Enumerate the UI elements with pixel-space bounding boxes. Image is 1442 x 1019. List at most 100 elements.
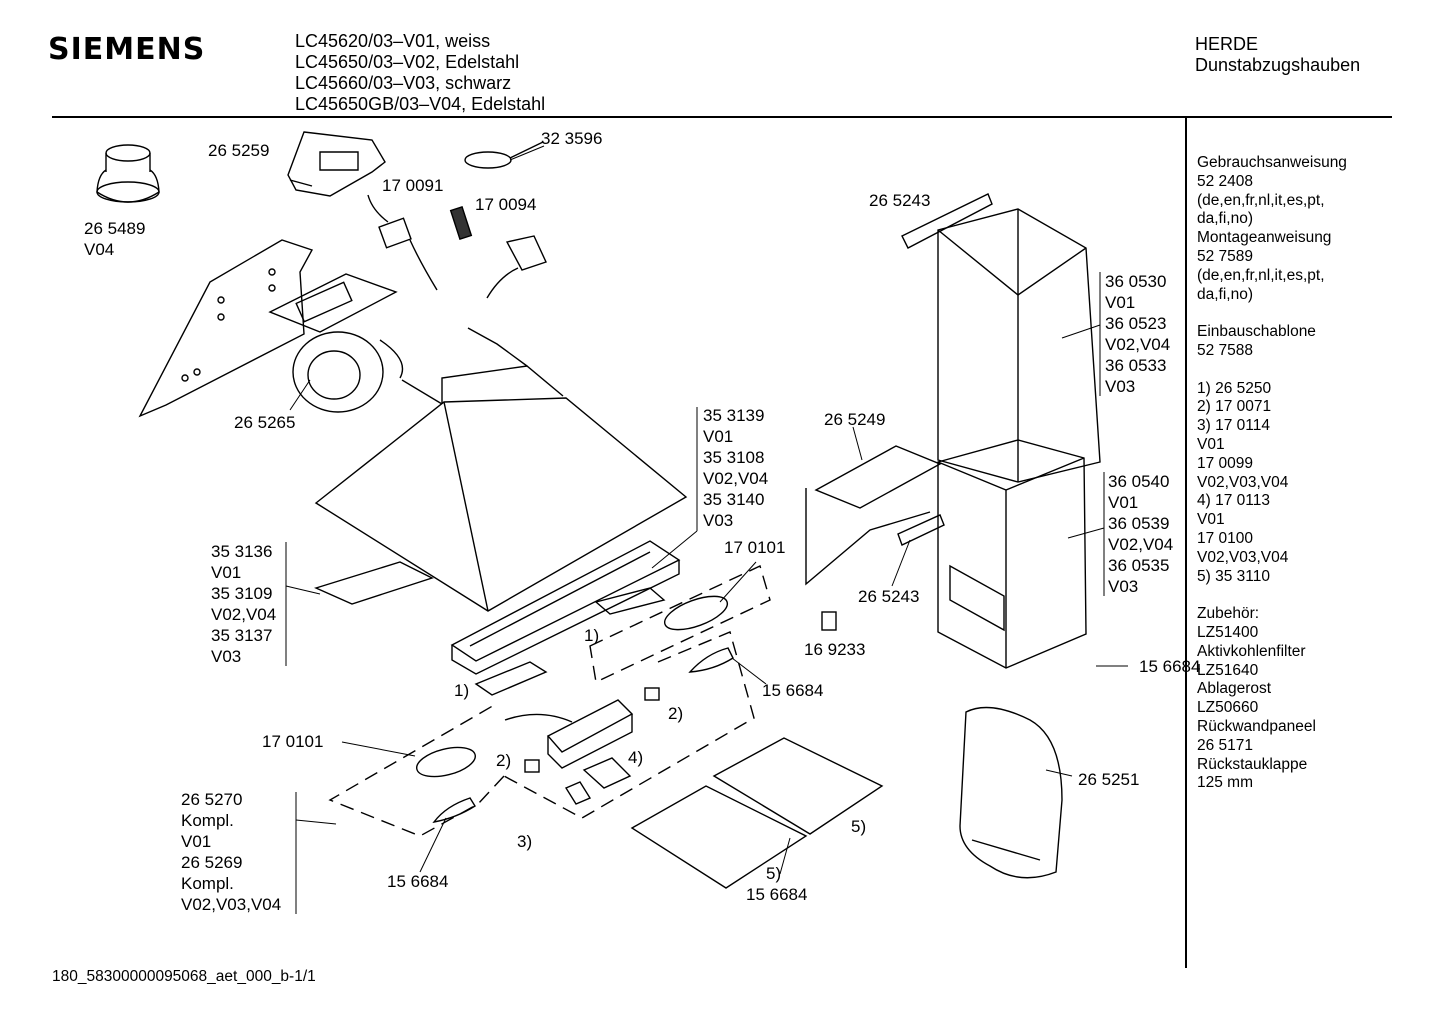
mounting-bracket-icon [901, 193, 993, 249]
backflow-flap-icon [287, 131, 386, 197]
reference-marker: 1) [584, 626, 600, 645]
filter-frame-icon [450, 540, 681, 675]
variant-label: V04 [84, 240, 115, 259]
stack-line: V01 [703, 427, 734, 446]
power-plug-icon [486, 235, 547, 299]
stack-line: V02,V04 [1105, 335, 1171, 354]
part-number: 26 5243 [858, 587, 920, 606]
mounting-bracket-icon [897, 514, 945, 546]
stack-line: V01 [211, 563, 242, 582]
screw-bag-icon [959, 706, 1063, 879]
cable-tie-icon [464, 141, 544, 169]
sidebar-line: 1) 26 5250 [1197, 379, 1272, 397]
part-stack-lamp-set: 26 5270 Kompl. V01 26 5269 Kompl. V02,V0… [181, 789, 281, 915]
part-number: 17 0094 [475, 195, 537, 214]
model-line: LC45660/03–V03, schwarz [295, 73, 512, 93]
category-label: HERDE [1195, 34, 1259, 54]
part-number: 26 5249 [824, 410, 886, 429]
part-number: 17 0101 [262, 732, 324, 751]
chimney-cover-icon [937, 439, 1087, 669]
sidebar-line: Rückstauklappe [1197, 755, 1308, 773]
stack-line: 36 0530 [1105, 272, 1167, 291]
part-number: 26 5251 [1078, 770, 1140, 789]
stack-line: 36 0523 [1105, 314, 1167, 333]
stack-line: 36 0533 [1105, 356, 1167, 375]
reference-marker: 5) [851, 817, 867, 836]
lamp-holder-icon [504, 699, 634, 769]
document-id: 180_58300000095068_aet_000_b-1/1 [52, 968, 316, 985]
sidebar-line: 52 7589 [1197, 247, 1254, 265]
part-number: 26 5489 [84, 219, 146, 238]
sidebar-line: da,fi,no) [1197, 210, 1254, 228]
part-number: 16 9233 [804, 640, 866, 659]
sidebar-line: (de,en,fr,nl,it,es,pt, [1197, 266, 1325, 284]
brand-logo: SIEMENS [48, 32, 206, 67]
assembly-boundary [328, 565, 771, 837]
stack-line: V01 [1105, 293, 1136, 312]
stack-line: V03 [703, 511, 734, 530]
sidebar-line: (de,en,fr,nl,it,es,pt, [1197, 191, 1325, 209]
sidebar-line [1197, 304, 1347, 323]
reference-marker: 1) [454, 681, 470, 700]
part-number: 26 5265 [234, 413, 296, 432]
part-number: 15 6684 [746, 885, 808, 904]
sidebar-line: 125 mm [1197, 774, 1253, 792]
subcategory-label: Dunstabzugshauben [1195, 55, 1361, 75]
stack-line: V02,V04 [211, 605, 277, 624]
part-number: 15 6684 [762, 681, 824, 700]
part-number: 26 5243 [869, 191, 931, 210]
stack-line: V03 [1105, 377, 1136, 396]
stack-line: V03 [1108, 577, 1139, 596]
sidebar-line: Rückwandpaneel [1197, 717, 1316, 735]
stack-line: V02,V04 [703, 469, 769, 488]
sidebar-line: da,fi,no) [1197, 285, 1254, 303]
model-line: LC45650GB/03–V04, Edelstahl [295, 94, 546, 114]
leader-lines [285, 145, 1128, 914]
part-number: 15 6684 [1139, 657, 1201, 676]
grease-filter-icon [474, 587, 666, 696]
sidebar-line: 52 2408 [1197, 172, 1254, 190]
part-stack-filter-frame: 35 3139 V01 35 3108 V02,V04 35 3140 V03 [703, 405, 768, 531]
reference-marker: 2) [668, 704, 684, 723]
sidebar-line: LZ50660 [1197, 699, 1259, 717]
sidebar-line: LZ51640 [1197, 661, 1259, 679]
model-line: LC45650/03–V02, Edelstahl [295, 52, 520, 72]
stack-line: 35 3109 [211, 584, 273, 603]
part-number: 32 3596 [541, 129, 603, 148]
sleeve-icon [449, 205, 473, 241]
part-stack-plate: 35 3136 V01 35 3109 V02,V04 35 3137 V03 [211, 541, 276, 667]
reference-marker: 2) [496, 751, 512, 770]
reference-marker: 5) [766, 864, 782, 883]
stack-line: V01 [181, 832, 212, 851]
stack-line: V01 [1108, 493, 1139, 512]
part-number: 26 5259 [208, 141, 270, 160]
clip-icon [821, 611, 837, 631]
part-stack-chimney-upper: 36 0530 V01 36 0523 V02,V04 36 0533 V03 [1105, 271, 1170, 397]
wall-bracket-icon [138, 239, 314, 418]
reference-marker: 4) [628, 748, 644, 767]
reference-marker: 3) [517, 832, 533, 851]
stack-line: 36 0539 [1108, 514, 1170, 533]
blower-motor-icon [268, 273, 404, 413]
connector-icon [367, 194, 438, 291]
part-number: 17 0091 [382, 176, 444, 195]
stack-line: 26 5269 [181, 853, 243, 872]
sidebar-line [1197, 586, 1347, 605]
stack-line: 35 3108 [703, 448, 765, 467]
stack-line: 35 3137 [211, 626, 273, 645]
stack-line: 35 3139 [703, 406, 765, 425]
sidebar-line: Aktivkohlenfilter [1197, 642, 1306, 660]
stack-line: V02,V04 [1108, 535, 1174, 554]
sidebar-line [1197, 361, 1347, 380]
stack-line: 26 5270 [181, 790, 243, 809]
stack-line: Kompl. [181, 874, 234, 893]
sidebar-line: V01 [1197, 435, 1225, 453]
sidebar-line: Einbauschablone [1197, 323, 1316, 341]
sidebar-line: 52 7588 [1197, 341, 1254, 359]
sidebar-line: 17 0100 [1197, 529, 1254, 547]
part-stack-chimney-lower: 36 0540 V01 36 0539 V02,V04 36 0535 V03 [1108, 471, 1173, 597]
stack-line: 35 3140 [703, 490, 765, 509]
chimney-hood-icon [314, 327, 688, 612]
